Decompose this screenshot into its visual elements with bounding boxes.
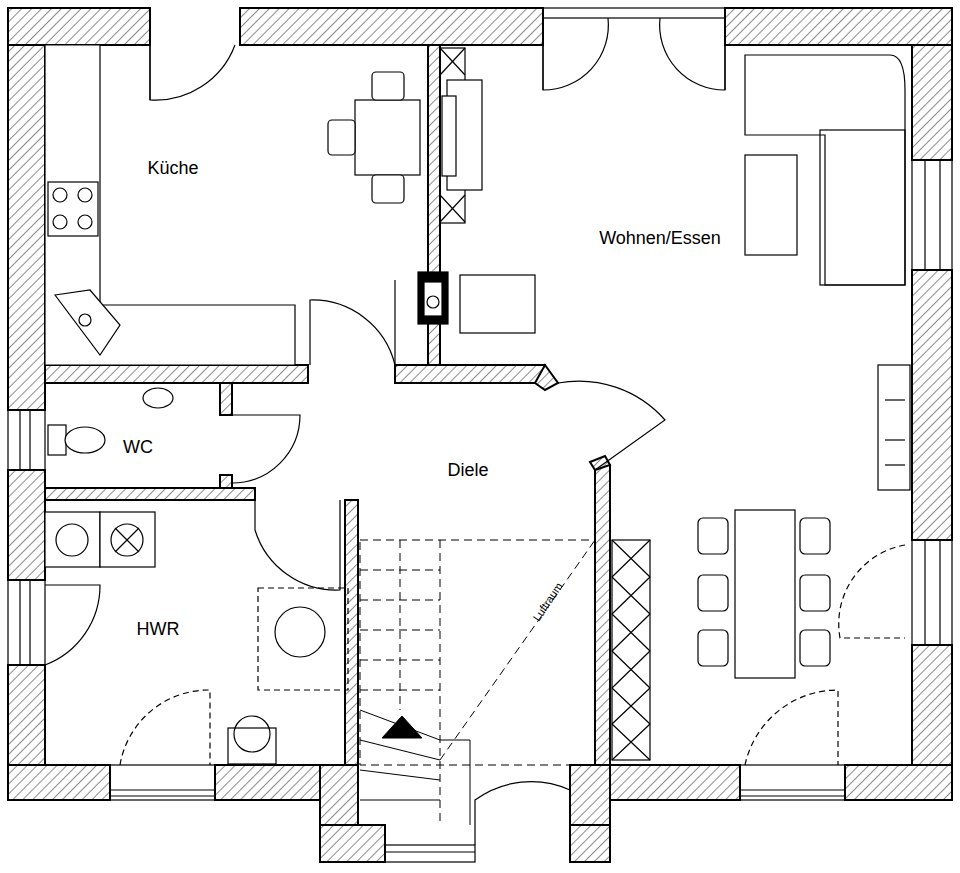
stairs-lower [360, 710, 470, 825]
room-label: Diele [447, 461, 488, 479]
walls [8, 8, 952, 862]
room-label: Küche [147, 159, 198, 177]
kitchen-furniture [45, 45, 535, 365]
room-label: Wohnen/Essen [599, 229, 721, 247]
room-label: HWR [137, 620, 180, 638]
room-label: WC [123, 438, 153, 456]
doors [45, 18, 905, 845]
sanitary [45, 388, 348, 764]
windows [8, 8, 952, 862]
living-furniture [612, 55, 910, 760]
room-label: Luftraum [531, 581, 564, 623]
stairs [360, 540, 595, 825]
